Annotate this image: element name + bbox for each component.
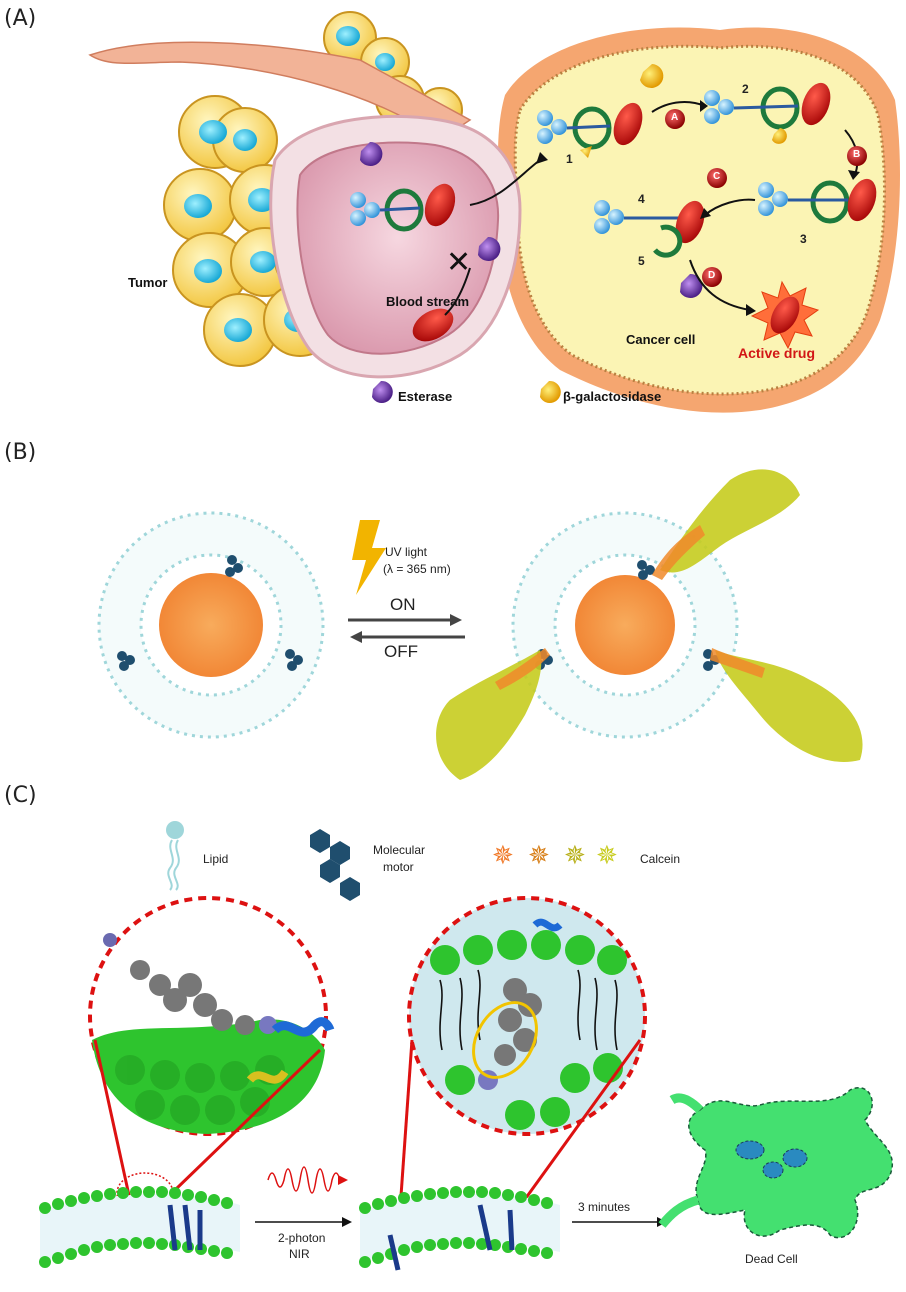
legend-calcein-label: Calcein (640, 852, 681, 866)
zoom-circle-2 (407, 896, 647, 1136)
legend-calcein-icons: ✵ ✵ ✵ ✵ (492, 841, 618, 871)
prodrug-stage-2 (704, 82, 831, 144)
zoom-lines (93, 1039, 642, 1221)
esterase-in-cell (680, 273, 703, 298)
step-letter-b: B (853, 149, 861, 160)
label-active-drug: Active drug (738, 345, 816, 361)
prodrug-stage-1 (537, 102, 643, 158)
label-cancer-cell: Cancer cell (626, 332, 696, 347)
prodrug-in-blood (350, 183, 456, 232)
membrane-2 (359, 1186, 560, 1271)
calcein-release (436, 469, 863, 780)
membrane-1 (39, 1186, 240, 1268)
time-arrow (572, 1217, 667, 1227)
liposome-off (97, 511, 325, 739)
panel-a-letter: (A) (4, 6, 37, 31)
panel-b-letter: (B) (4, 440, 37, 465)
uv-light-label: UV light (385, 545, 428, 559)
photon-label-line1: 2-photon (278, 1231, 326, 1245)
legend-motor-label-line1: Molecular (373, 843, 426, 857)
legend-galactosidase-label: β-galactosidase (563, 389, 662, 404)
uv-wavelength-label: (λ = 365 nm) (383, 562, 451, 576)
time-label: 3 minutes (578, 1200, 631, 1214)
legend-esterase-label: Esterase (398, 389, 453, 404)
prodrug-stage-4 (594, 200, 705, 258)
step-number-2: 2 (742, 82, 749, 96)
nir-arrow (255, 1217, 352, 1227)
esterase-enzymes-blood (360, 141, 501, 261)
svg-text:✵: ✵ (596, 841, 618, 871)
drug-in-blood (412, 308, 454, 342)
dead-cell-label: Dead Cell (745, 1252, 798, 1266)
step-letter-d: D (708, 270, 716, 281)
svg-text:✵: ✵ (492, 841, 514, 871)
legend-motor-label-line2: motor (383, 860, 414, 874)
step-number-1: 1 (566, 152, 573, 166)
uv-light-bolt-icon (352, 520, 386, 595)
step-number-5: 5 (638, 254, 645, 268)
legend-molecular-motor-icon (310, 829, 360, 901)
zoom-circle-1 (88, 896, 335, 1136)
on-label: ON (390, 595, 416, 614)
step-number-4: 4 (638, 192, 645, 206)
step-letter-a: A (671, 112, 679, 123)
step-number-3: 3 (800, 232, 807, 246)
dead-cell (658, 1087, 893, 1239)
photon-label-line2: NIR (289, 1247, 310, 1261)
galactosidase-in-cell (640, 64, 664, 88)
legend-lipid-icon (166, 821, 184, 891)
label-blood-stream: Blood stream (386, 294, 470, 309)
off-label: OFF (384, 642, 418, 661)
photon-wave-icon (267, 1166, 348, 1194)
label-tumor: Tumor (128, 275, 168, 290)
prodrug-stage-3 (758, 178, 877, 224)
legend-lipid-label: Lipid (203, 852, 229, 866)
panel-c-letter: (C) (4, 783, 37, 808)
step-letter-badges (665, 109, 867, 287)
panel-a-illustration: ✕ (88, 11, 900, 413)
legend-esterase-icon (372, 380, 393, 403)
svg-text:✵: ✵ (564, 841, 586, 871)
step-letter-c: C (713, 171, 721, 182)
legend-galactosidase-icon (540, 380, 561, 403)
on-off-arrows (348, 614, 465, 643)
svg-text:✵: ✵ (528, 841, 550, 871)
